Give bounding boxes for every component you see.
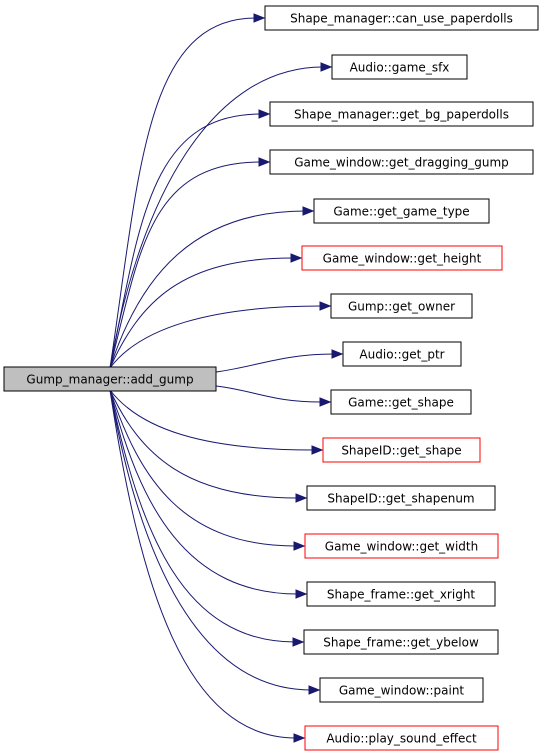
edge-line (109, 113, 262, 369)
target-node[interactable]: Shape_frame::get_xright (306, 581, 496, 607)
target-node[interactable]: ShapeID::get_shape (322, 437, 481, 463)
target-node-box[interactable] (269, 101, 534, 127)
target-node-box[interactable] (301, 245, 503, 271)
target-node-label: Shape_frame::get_xright (327, 588, 476, 602)
edge-line (109, 257, 294, 369)
edge-arrowhead (311, 445, 324, 455)
target-node-box[interactable] (330, 389, 472, 415)
target-node[interactable]: Shape_frame::get_ybelow (303, 629, 499, 655)
edge-arrowhead (293, 733, 306, 743)
target-node-label: Game_window::get_width (325, 540, 478, 554)
edge-arrowhead (320, 62, 333, 72)
edge-line (109, 161, 262, 369)
target-node-label: Game_window::get_height (323, 252, 482, 266)
edge-arrowhead (293, 541, 306, 551)
target-node-box[interactable] (304, 725, 499, 751)
target-node[interactable]: Game_window::get_dragging_gump (269, 149, 534, 175)
target-node[interactable]: Game_window::get_width (304, 533, 499, 559)
edge-arrowhead (295, 589, 308, 599)
target-node[interactable]: Audio::game_sfx (331, 54, 468, 80)
target-node[interactable]: Game_window::paint (319, 677, 484, 703)
target-node-box[interactable] (264, 5, 539, 31)
target-node-label: Audio::game_sfx (350, 61, 450, 75)
target-node[interactable]: Audio::get_ptr (342, 341, 462, 367)
edge-arrowhead (331, 349, 344, 359)
target-node[interactable]: ShapeID::get_shapenum (306, 485, 496, 511)
edge-line (109, 389, 296, 643)
target-node-label: Shape_frame::get_ybelow (323, 636, 479, 650)
edge-arrowhead (258, 109, 271, 119)
edge-arrowhead (295, 493, 308, 503)
target-node-box[interactable] (303, 629, 499, 655)
target-node-label: Shape_manager::can_use_paperdolls (290, 12, 513, 26)
target-node-box[interactable] (330, 293, 473, 319)
edge-line (109, 389, 299, 595)
target-node-label: Game::get_game_type (333, 205, 469, 219)
target-node-label: Audio::get_ptr (359, 348, 444, 362)
target-node-label: Game::get_shape (348, 396, 454, 410)
target-node[interactable]: Game::get_game_type (313, 198, 490, 224)
target-node-box[interactable] (313, 198, 490, 224)
edges (109, 13, 344, 743)
target-node-box[interactable] (306, 581, 496, 607)
target-node-box[interactable] (331, 54, 468, 80)
edge-line (109, 305, 323, 369)
edge-line (109, 389, 312, 691)
edge-line (109, 389, 315, 451)
target-node-box[interactable] (306, 485, 496, 511)
target-node-label: Gump::get_owner (348, 300, 455, 314)
target-node-label: Game_window::get_dragging_gump (294, 156, 509, 170)
target-node-label: ShapeID::get_shapenum (327, 492, 474, 506)
edge-arrowhead (290, 253, 303, 263)
target-node[interactable]: Gump::get_owner (330, 293, 473, 319)
target-node-label: Game_window::paint (339, 684, 465, 698)
target-node-box[interactable] (269, 149, 534, 175)
target-node[interactable]: Game::get_shape (330, 389, 472, 415)
edge-line (109, 17, 257, 369)
target-node-box[interactable] (322, 437, 481, 463)
edge-arrowhead (258, 157, 271, 167)
target-node-label: Audio::play_sound_effect (326, 732, 477, 746)
target-node[interactable]: Shape_manager::can_use_paperdolls (264, 5, 539, 31)
edge-arrowhead (308, 685, 321, 695)
edge-line (215, 385, 323, 403)
edge-line (109, 389, 299, 499)
target-node-label: Shape_manager::get_bg_paperdolls (294, 108, 509, 122)
source-node[interactable]: Gump_manager::add_gump (3, 366, 217, 392)
target-node[interactable]: Shape_manager::get_bg_paperdolls (269, 101, 534, 127)
edge-line (109, 66, 324, 369)
source-node-box[interactable] (3, 366, 217, 392)
nodes: Gump_manager::add_gump Shape_manager::ca… (3, 5, 539, 751)
target-node-label: ShapeID::get_shape (341, 444, 461, 458)
edge-arrowhead (292, 637, 305, 647)
edge-arrowhead (253, 13, 266, 23)
edge-line (215, 353, 335, 373)
target-node-box[interactable] (342, 341, 462, 367)
target-node[interactable]: Audio::play_sound_effect (304, 725, 499, 751)
edge-line (109, 210, 306, 369)
target-node-box[interactable] (304, 533, 499, 559)
edge-line (109, 389, 297, 739)
edge-arrowhead (319, 397, 332, 407)
target-node[interactable]: Game_window::get_height (301, 245, 503, 271)
edge-arrowhead (319, 301, 332, 311)
edge-line (109, 389, 297, 547)
source-node-label: Gump_manager::add_gump (26, 373, 193, 387)
target-node-box[interactable] (319, 677, 484, 703)
edge-arrowhead (302, 206, 315, 216)
